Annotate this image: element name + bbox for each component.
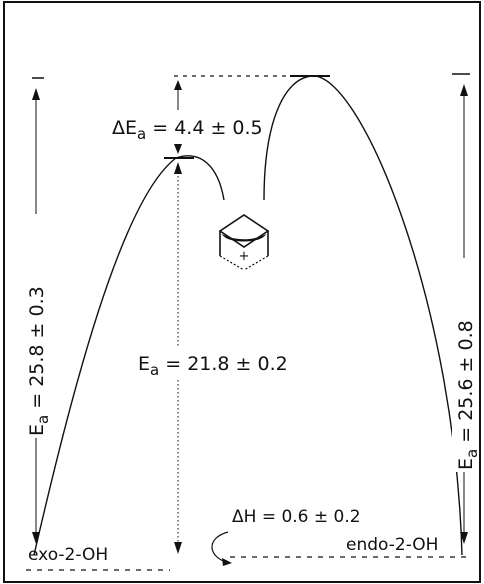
delta-h-hook-head — [222, 558, 232, 566]
delta-ea-label-gap — [106, 110, 254, 144]
right-ea-arrow-head-down — [460, 532, 468, 544]
center-ea-arrow-head-up — [174, 162, 182, 174]
left-ea-arrow-head-down — [32, 532, 40, 544]
left-ea-arrow-head-up — [32, 88, 40, 100]
right-ea-label: Ea = 25.6 ± 0.8 — [455, 320, 481, 470]
delta-ea-arrow-head-up — [174, 80, 182, 90]
center-ea-arrow-head-down — [174, 542, 182, 554]
delta-ea-arrow-head-down — [174, 144, 182, 154]
center-ea-label: Ea = 21.8 ± 0.2 — [138, 353, 288, 379]
left-label-gap — [26, 214, 48, 438]
left-barrier-curve — [33, 155, 225, 556]
right-barrier-curve — [263, 75, 463, 556]
figure-frame — [3, 1, 481, 583]
ion-charge-label: + — [239, 249, 250, 264]
endo-state-label: endo-2-OH — [346, 535, 438, 555]
exo-state-label: exo-2-OH — [28, 545, 108, 565]
right-label-gap — [452, 258, 478, 472]
left-ea-label: Ea = 25.8 ± 0.3 — [26, 286, 52, 436]
delta-h-label: ΔH = 0.6 ± 0.2 — [232, 507, 361, 527]
right-ea-arrow-head-up — [460, 84, 468, 96]
delta-h-hook-arrow — [211, 531, 229, 563]
delta-ea-label: ΔEa = 4.4 ± 0.5 — [112, 117, 263, 143]
center-label-gap — [132, 346, 292, 380]
carbocation-cube-icon: + — [218, 214, 270, 271]
